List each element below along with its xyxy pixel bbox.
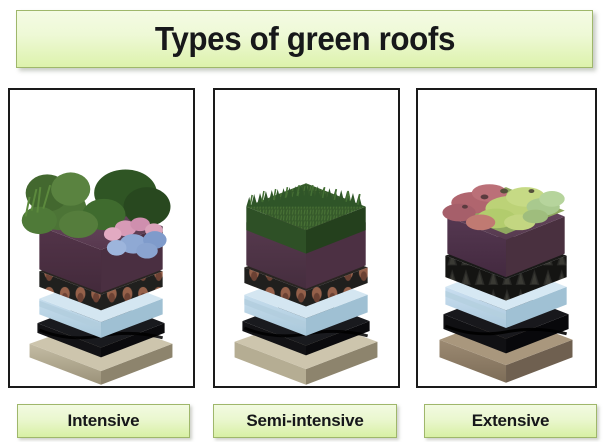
- green-roof-diagram-semi-intensive: [234, 183, 378, 385]
- image-panel-intensive: [8, 88, 195, 388]
- vegetation-extensive: [442, 184, 565, 235]
- label-box-intensive[interactable]: Intensive: [17, 404, 190, 438]
- label-text-semi-intensive: Semi-intensive: [246, 411, 364, 430]
- green-roof-diagram-extensive: [439, 184, 573, 383]
- label-box-semi-intensive[interactable]: Semi-intensive: [213, 404, 397, 438]
- vegetation-semi-intensive: [246, 183, 366, 254]
- green-roof-diagram-intensive: [21, 169, 173, 385]
- label-text-intensive: Intensive: [67, 411, 140, 430]
- page-title: Types of green roofs: [154, 20, 455, 57]
- label-text-extensive: Extensive: [471, 411, 550, 430]
- title-banner: Types of green roofs: [16, 10, 593, 68]
- image-panel-semi-intensive: [213, 88, 400, 388]
- image-panel-extensive: [416, 88, 597, 388]
- label-box-extensive[interactable]: Extensive: [424, 404, 597, 438]
- vegetation-intensive: [21, 169, 171, 259]
